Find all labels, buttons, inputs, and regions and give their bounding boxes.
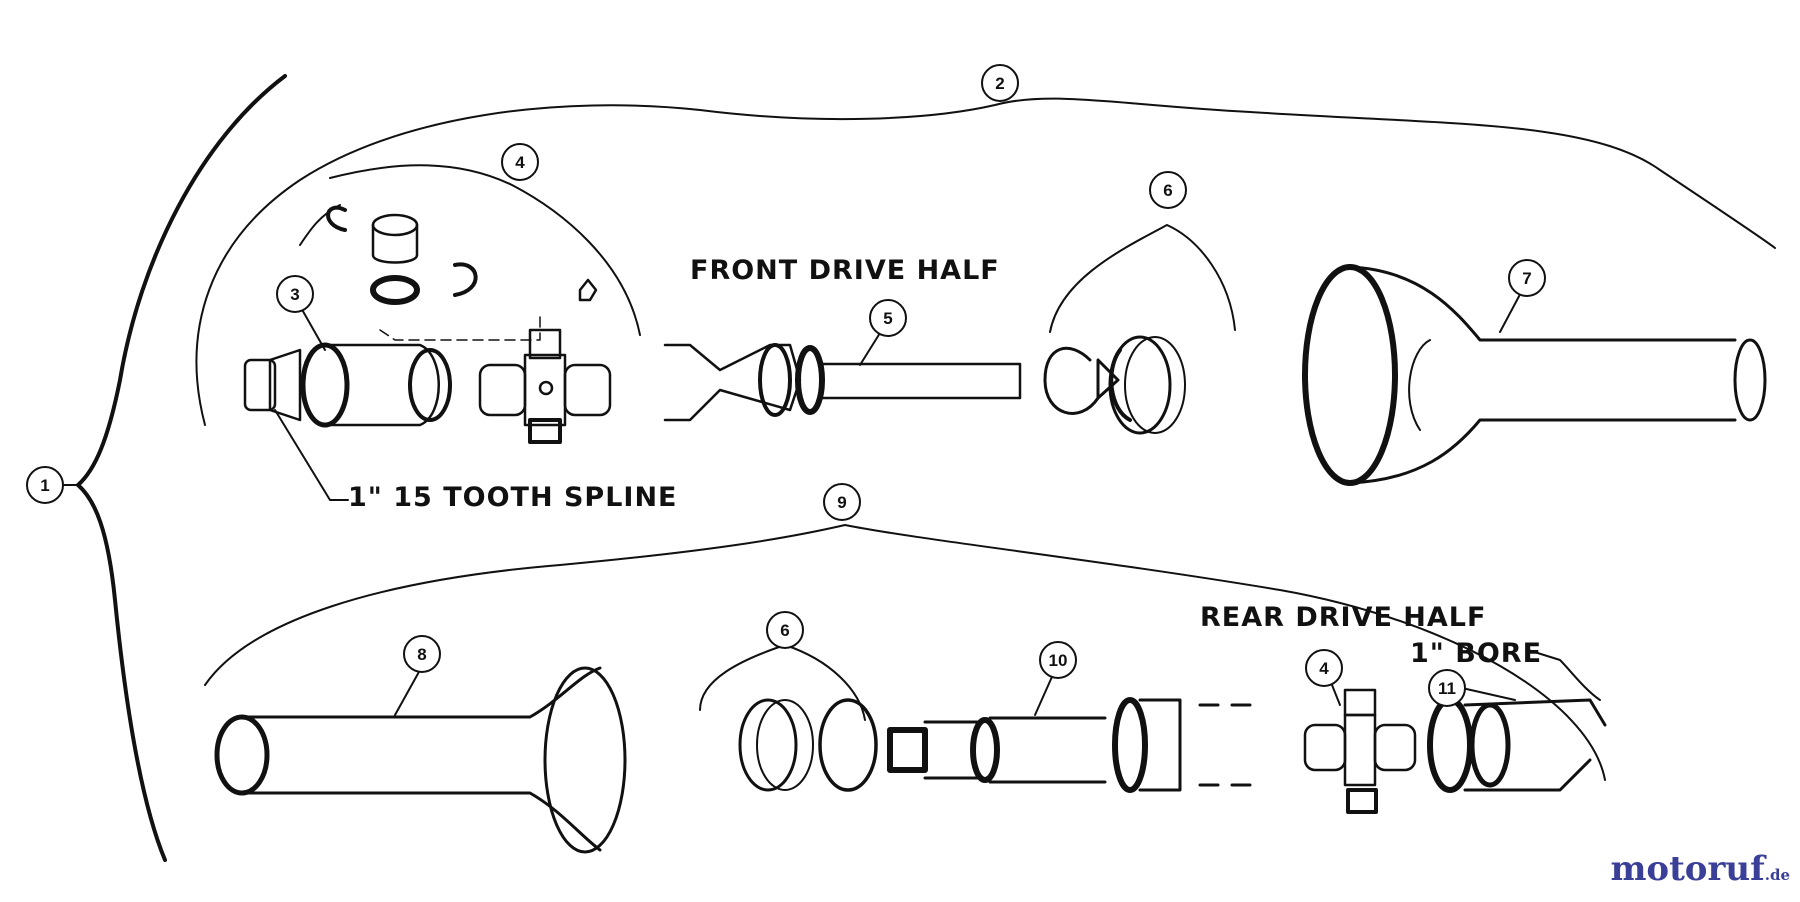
svg-text:6: 6	[780, 621, 789, 640]
svg-text:9: 9	[837, 493, 846, 512]
callout-4-rear: 4	[1305, 649, 1343, 687]
front-outer-tube	[1302, 264, 1767, 486]
group-9-outline	[204, 524, 1606, 781]
svg-text:7: 7	[1522, 269, 1531, 288]
watermark-logo: motoruf.de	[1610, 849, 1790, 889]
rear-outer-tube	[214, 666, 627, 854]
svg-text:2: 2	[995, 74, 1004, 93]
svg-text:5: 5	[883, 309, 892, 328]
callout-4: 4	[501, 143, 539, 181]
group-4-outline	[299, 164, 641, 336]
watermark-tld: .de	[1764, 866, 1790, 884]
callout-6-top: 6	[1149, 171, 1187, 209]
callout-11: 11	[1428, 669, 1466, 707]
svg-text:4: 4	[515, 153, 525, 172]
cross-bearing-parts	[326, 205, 541, 341]
watermark-brand: motoruf	[1610, 849, 1765, 889]
svg-text:10: 10	[1049, 651, 1068, 670]
callout-2: 2	[981, 64, 1019, 102]
leader-spline	[274, 409, 349, 501]
callout-5: 5	[869, 299, 907, 337]
svg-text:11: 11	[1438, 679, 1456, 698]
callout-3: 3	[276, 275, 314, 313]
bore-yoke	[1427, 697, 1607, 793]
callout-1: 1	[26, 466, 64, 504]
spline-label: 1" 15 TOOTH SPLINE	[348, 482, 678, 513]
svg-text:3: 3	[290, 285, 299, 304]
front-yoke-shaft	[663, 343, 1022, 422]
group-6-top-brace	[1049, 224, 1236, 333]
universal-cross	[478, 278, 612, 444]
brace-1	[76, 74, 287, 862]
yoke-splined	[243, 342, 452, 428]
callout-6-bottom: 6	[766, 611, 804, 649]
callout-10: 10	[1039, 641, 1077, 679]
front-bushing-set	[1043, 335, 1186, 435]
leader-3	[299, 305, 326, 351]
svg-text:6: 6	[1163, 181, 1172, 200]
svg-text:1: 1	[40, 476, 49, 495]
front-drive-half-label: FRONT DRIVE HALF	[690, 255, 1000, 286]
rear-shaft-yoke	[887, 697, 1262, 793]
rear-universal-cross	[1303, 688, 1417, 814]
callout-8: 8	[403, 635, 441, 673]
leader-11	[1461, 687, 1516, 701]
bore-label: 1" BORE	[1410, 638, 1543, 669]
leader-8	[394, 669, 421, 716]
svg-text:8: 8	[417, 645, 426, 664]
leader-bore	[1527, 649, 1601, 701]
rear-bushing-set	[738, 698, 878, 792]
rear-drive-half-label: REAR DRIVE HALF	[1200, 602, 1487, 633]
callout-7: 7	[1508, 259, 1546, 297]
callout-9: 9	[823, 483, 861, 521]
group-2-outline	[195, 97, 1776, 426]
svg-text:4: 4	[1319, 659, 1329, 678]
group-6-bottom-brace	[699, 644, 866, 721]
